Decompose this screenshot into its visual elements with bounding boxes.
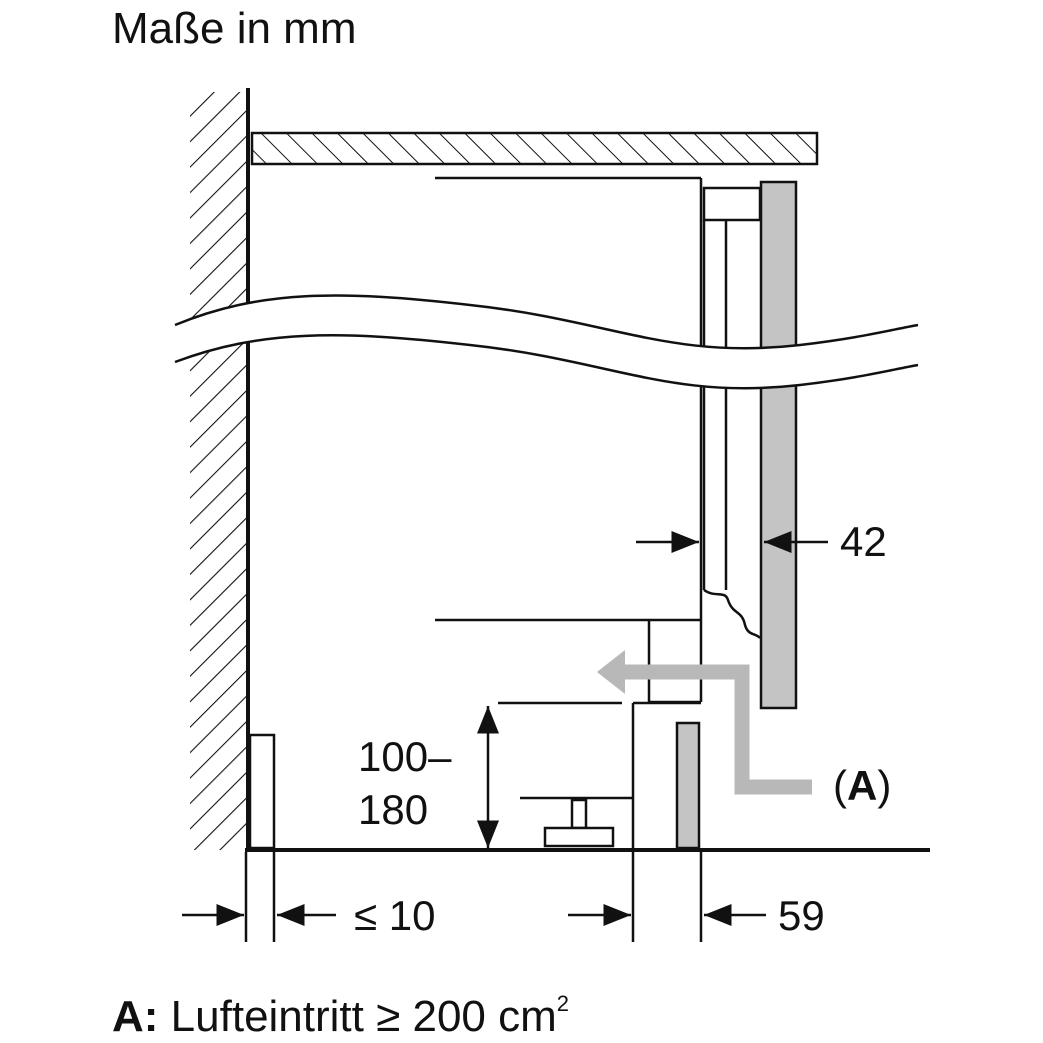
wall-spacer bbox=[248, 733, 276, 850]
legend-key: A: bbox=[112, 992, 159, 1041]
diagram-title: Maße in mm bbox=[112, 4, 357, 53]
callout-letter: A bbox=[847, 762, 877, 809]
callout-open-paren: ( bbox=[833, 762, 847, 809]
dimension-label-plinth-line2: 180 bbox=[358, 786, 428, 833]
callout-close-paren: ) bbox=[877, 762, 891, 809]
dimension-label-59: 59 bbox=[778, 892, 825, 939]
appliance-body bbox=[435, 176, 762, 704]
worktop bbox=[250, 131, 819, 166]
svg-text:(A): (A) bbox=[833, 762, 891, 809]
dimension-wall-gap bbox=[182, 852, 336, 942]
dimension-label-wall-gap: ≤ 10 bbox=[354, 892, 435, 939]
plinth-outline bbox=[498, 701, 701, 942]
plinth-panel bbox=[675, 721, 701, 850]
callout-a: (A) bbox=[833, 762, 891, 809]
door-panel bbox=[759, 180, 798, 710]
legend: A: Lufteintritt ≥ 200 cm2 bbox=[112, 991, 570, 1042]
legend-text: Lufteintritt ≥ 200 cm bbox=[170, 992, 557, 1041]
wall bbox=[190, 88, 250, 852]
break-mark bbox=[174, 294, 919, 390]
airflow-arrow bbox=[597, 650, 812, 795]
dimension-label-plinth-line1: 100– bbox=[358, 733, 452, 780]
dimension-label-42: 42 bbox=[840, 518, 887, 565]
dimension-plinth-depth bbox=[568, 852, 766, 942]
legend-superscript: 2 bbox=[556, 991, 570, 1017]
adjustable-foot bbox=[543, 798, 615, 848]
